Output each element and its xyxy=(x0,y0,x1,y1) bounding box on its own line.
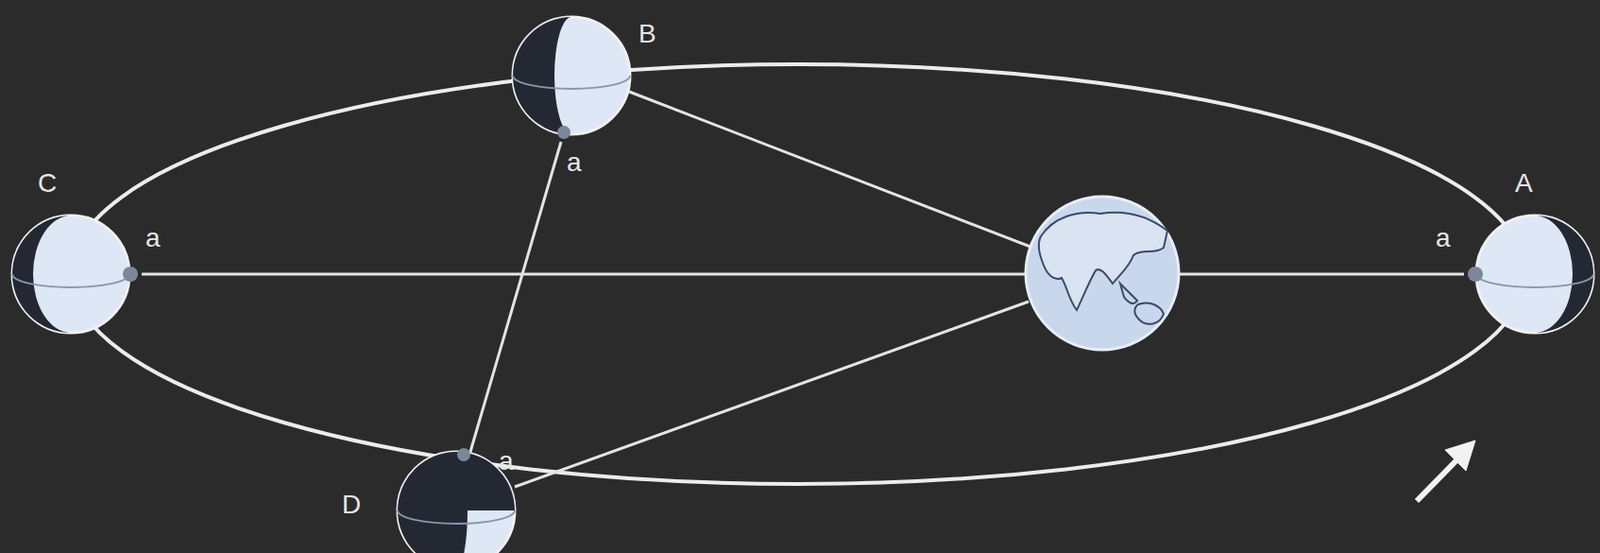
point-label: B xyxy=(638,20,657,48)
point-label: a xyxy=(566,149,582,176)
point-label: a xyxy=(1435,224,1451,252)
point-label: D xyxy=(341,491,361,518)
moon-c xyxy=(12,215,138,333)
direction-arrow xyxy=(1416,440,1476,501)
earth xyxy=(1025,196,1179,350)
point-label: C xyxy=(37,170,57,197)
moon-d xyxy=(397,447,515,553)
orbit-ellipse xyxy=(70,64,1526,484)
sight-lines xyxy=(141,89,1464,487)
point-label: a xyxy=(145,224,161,252)
moon-b xyxy=(512,17,630,139)
moon-a xyxy=(1467,215,1594,333)
point-label: A xyxy=(1514,170,1533,197)
point-label: a xyxy=(498,447,514,475)
